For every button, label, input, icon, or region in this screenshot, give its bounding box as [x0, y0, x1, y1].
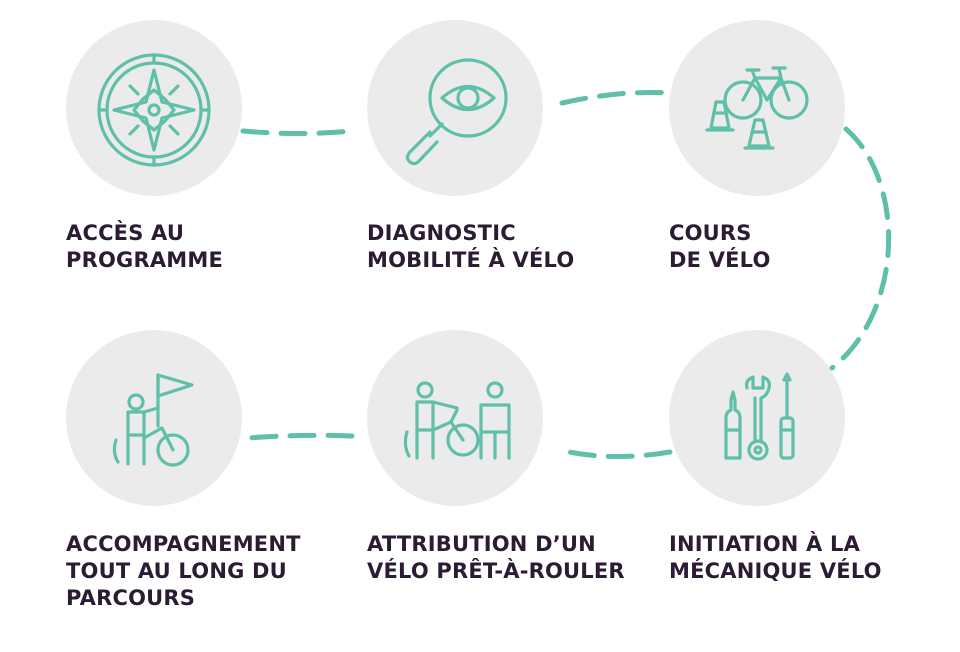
- step-3-label: COURS DE VÉLO: [669, 220, 771, 274]
- step-5-label: ATTRIBUTION D’UN VÉLO PRÊT-À-ROULER: [367, 531, 625, 585]
- step-2-label: DIAGNOSTIC MOBILITÉ À VÉLO: [367, 220, 574, 274]
- step-5-label-line: VÉLO PRÊT-À-ROULER: [367, 559, 625, 583]
- step-4-label-line: TOUT AU LONG DU: [66, 559, 287, 583]
- step-2-label-line: DIAGNOSTIC: [367, 221, 516, 245]
- cyclist-flag-icon: [112, 373, 194, 467]
- step-6-label-line: MÉCANIQUE VÉLO: [669, 559, 882, 583]
- step-6-label: INITIATION À LA MÉCANIQUE VÉLO: [669, 531, 882, 585]
- step-2-label-line: MOBILITÉ À VÉLO: [367, 248, 575, 272]
- step-6-label-line: INITIATION À LA: [669, 532, 861, 556]
- compass-icon: [97, 53, 211, 167]
- step-1-label: ACCÈS AU PROGRAMME: [66, 220, 223, 274]
- step-3-label-line: COURS: [669, 221, 752, 245]
- step-1-label-line: ACCÈS AU: [66, 221, 185, 245]
- magnifier-eye-icon: [405, 58, 508, 166]
- bicycle-cones-icon: [705, 66, 809, 150]
- step-2-circle: [367, 20, 543, 196]
- step-4-label: ACCOMPAGNEMENT TOUT AU LONG DU PARCOURS: [66, 531, 301, 612]
- step-3-circle: [669, 20, 845, 196]
- step-3-label-line: DE VÉLO: [669, 248, 771, 272]
- step-5-circle: [367, 330, 543, 506]
- step-4-label-line: PARCOURS: [66, 586, 196, 610]
- tools-icon: [724, 372, 795, 461]
- step-1-circle: [66, 20, 242, 196]
- step-5-label-line: ATTRIBUTION D’UN: [367, 532, 596, 556]
- step-4-label-line: ACCOMPAGNEMENT: [66, 532, 301, 556]
- bike-handover-icon: [403, 381, 511, 460]
- step-1-label-line: PROGRAMME: [66, 248, 224, 272]
- step-6-circle: [669, 330, 845, 506]
- step-4-circle: [66, 330, 242, 506]
